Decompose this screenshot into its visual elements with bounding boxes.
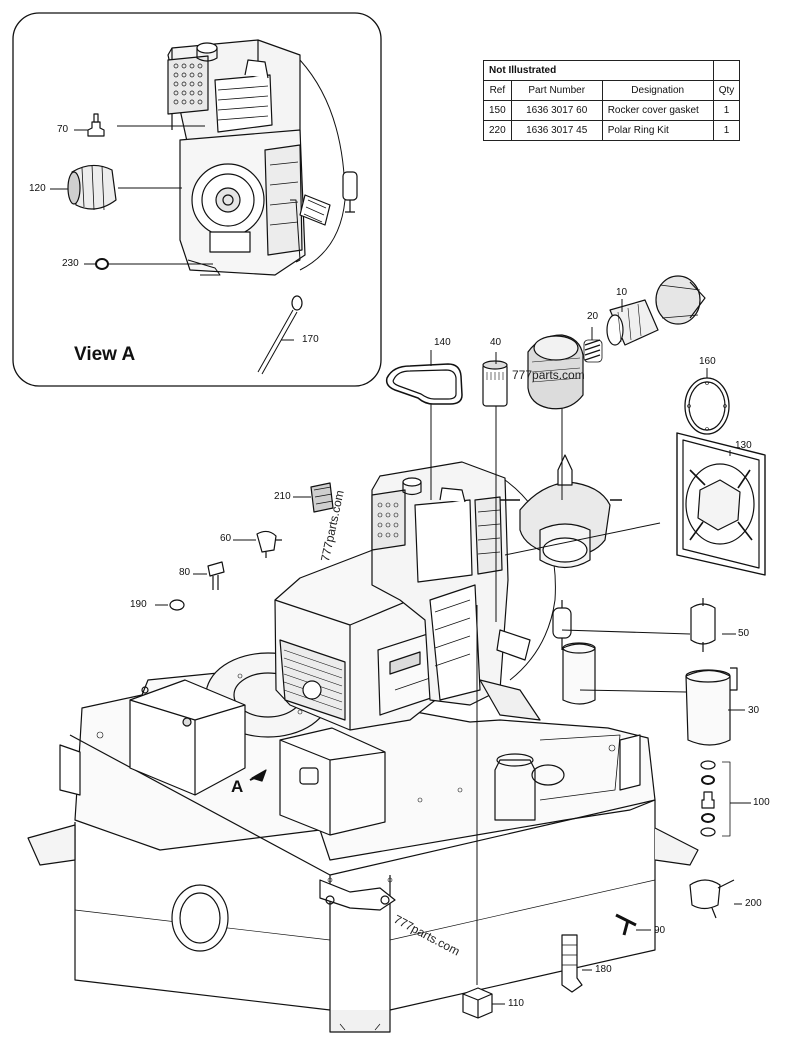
part-180-hose-connector: [561, 934, 583, 993]
battery-box: [129, 679, 246, 796]
callout-230: 230: [62, 258, 79, 269]
callout-80: 80: [179, 567, 191, 578]
part-140-gasket: [385, 363, 463, 405]
part-230-oring: [95, 258, 109, 270]
air-cleaner-mounted: [500, 454, 622, 569]
callout-120: 120: [29, 183, 46, 194]
view-a-indicator: A: [231, 777, 244, 796]
fuel-filter-housing: [552, 600, 572, 650]
engine-block: [371, 461, 556, 721]
col-ref: Ref: [483, 80, 512, 101]
callout-50: 50: [738, 628, 750, 639]
callout-110: 110: [508, 998, 524, 1009]
table-row: 150 1636 3017 60 Rocker cover gasket 1: [483, 100, 741, 121]
table-title: Not Illustrated: [483, 60, 714, 81]
cell-qty: 1: [712, 100, 741, 121]
callout-70: 70: [57, 124, 69, 135]
callout-10: 10: [616, 287, 628, 298]
table-header-row: Ref Part Number Designation Qty: [483, 80, 741, 101]
cell-part-number: 1636 3017 45: [510, 120, 603, 141]
view-a-leaders: [50, 125, 294, 341]
part-160-gasket-ring: [684, 377, 730, 435]
part-20-spring: [583, 339, 603, 363]
col-designation: Designation: [601, 80, 714, 101]
callout-30: 30: [748, 705, 760, 716]
part-100-fitting-set: [700, 760, 731, 837]
view-a-title: View A: [74, 344, 136, 365]
callout-180: 180: [595, 964, 612, 975]
callout-200: 200: [745, 898, 762, 909]
part-air-cleaner-cover: [527, 334, 584, 410]
callout-160: 160: [699, 356, 716, 367]
part-30-tank: [685, 667, 738, 746]
callout-90: 90: [654, 925, 666, 936]
callout-210: 210: [274, 491, 291, 502]
main-leaders: [155, 299, 751, 1005]
callout-20: 20: [587, 311, 599, 322]
callout-140: 140: [434, 337, 451, 348]
part-10-filter-element: [606, 299, 659, 346]
part-80-switch: [207, 561, 225, 590]
part-110-relay-cube: [462, 987, 493, 1019]
cell-designation: Polar Ring Kit: [601, 120, 714, 141]
part-210-filter-element: [310, 482, 334, 513]
part-end-cap: [655, 275, 706, 325]
part-120-starter: [67, 164, 117, 211]
cell-qty: 1: [712, 120, 741, 141]
table-row: 220 1636 3017 45 Polar Ring Kit 1: [483, 120, 741, 141]
cell-ref: 220: [483, 120, 512, 141]
callout-170: 170: [302, 334, 319, 345]
view-a-engine: [167, 39, 358, 276]
cell-ref: 150: [483, 100, 512, 121]
part-90-tee-fitting: [615, 913, 637, 936]
cell-part-number: 1636 3017 60: [510, 100, 603, 121]
part-170-dipstick: [257, 295, 303, 375]
callout-100: 100: [753, 797, 770, 808]
callout-40: 40: [490, 337, 502, 348]
coolant-tank: [494, 734, 621, 821]
view-a-frame: [12, 12, 382, 387]
not-illustrated-table: Not Illustrated Ref Part Number Designat…: [483, 60, 741, 141]
callout-60: 60: [220, 533, 232, 544]
part-70-valve: [87, 113, 105, 137]
part-130-fan: [676, 432, 766, 576]
cell-designation: Rocker cover gasket: [601, 100, 714, 121]
part-50-fuel-filter: [690, 598, 716, 652]
engine-mount: [279, 727, 386, 836]
col-qty: Qty: [712, 80, 741, 101]
col-part-number: Part Number: [510, 80, 603, 101]
watermark: 777parts.com: [512, 368, 585, 382]
table-title-spacer: [712, 60, 741, 81]
part-190-oring: [169, 599, 185, 611]
part-40-oil-filter: [482, 360, 508, 407]
callout-130: 130: [735, 440, 752, 451]
callout-190: 190: [130, 599, 147, 610]
part-200-valve: [689, 879, 735, 919]
part-60-sensor: [256, 530, 282, 558]
fuel-tank-module: [562, 642, 596, 705]
